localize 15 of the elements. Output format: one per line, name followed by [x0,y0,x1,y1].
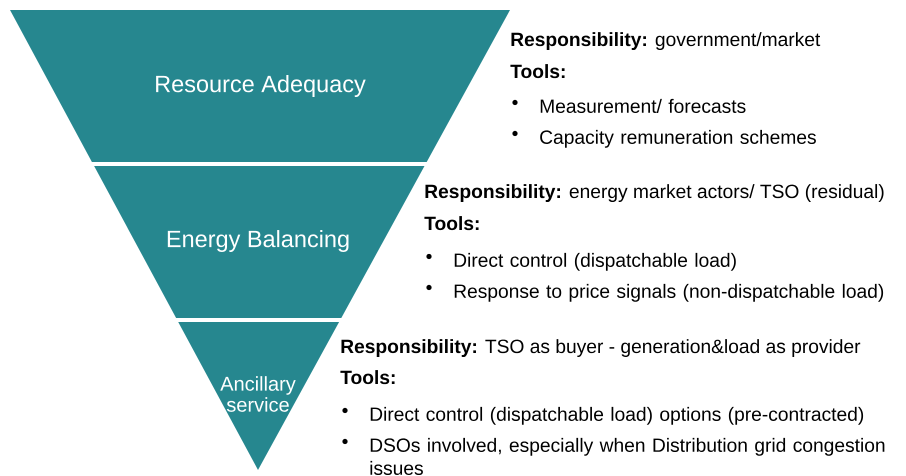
funnel-band: Energy Balancing [94,166,424,318]
responsibility-text: Responsibility: TSO as buyer - generation&load as provider [342,339,860,357]
funnel-band: Resource Adequacy [10,10,510,162]
tools-heading: Tools: [424,216,479,230]
responsibility-text: Responsibility: government/market [512,32,820,50]
tools-heading: Tools: [340,370,395,384]
bullet-text: Capacity remuneration schemes [540,130,816,148]
tools-heading: Tools: [510,64,565,78]
bullet-text: Response to price signals (non-dispatchable load) [454,284,884,302]
bullet-text: Direct control (dispatchable load) options (pre-contracted) [370,406,864,425]
responsibility-text: Responsibility: energy market actors/ TSO (residual) [426,184,884,202]
funnel-band: Ancillary service [178,322,340,470]
bullet-text: Measurement/ forecasts [540,98,746,113]
bullet-text: Direct control (dispatchable load) [454,252,736,271]
bullet-text: DSOs involved, especially when Distribution grid congestion issues [370,438,884,475]
